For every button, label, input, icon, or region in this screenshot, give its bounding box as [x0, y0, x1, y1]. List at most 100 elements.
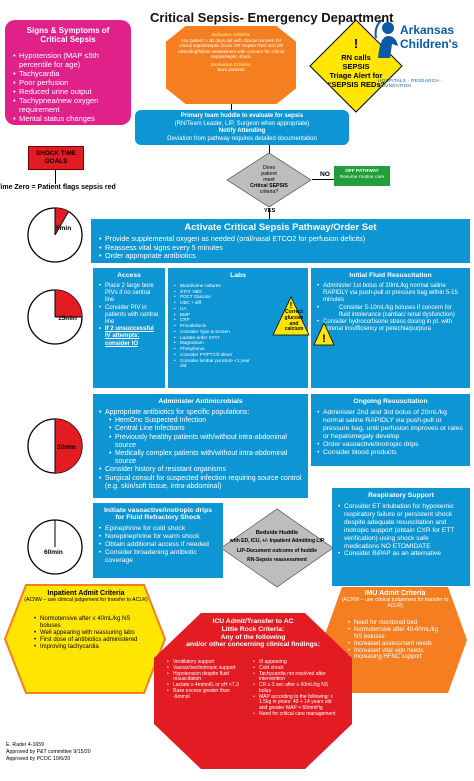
access-item: If 2 unsuccessful IV attempts: consider …	[99, 326, 159, 348]
lab-item: CBC + diff	[174, 300, 254, 306]
icu-left-item: Ventilatory support	[167, 659, 247, 666]
signs-symptoms-heading: Signs & Symptoms of Critical Sepsis	[26, 26, 110, 44]
fluid-heading: Initial Fluid Resuscitation	[349, 272, 432, 279]
icu-right-item: MAP according to the following: < 1.5kg …	[253, 694, 341, 712]
icu-right-item: Tachycardia not resolved after intervent…	[253, 671, 341, 684]
lab-item: STAT VBG	[174, 289, 254, 295]
off-pathway-text: Resume routine care	[339, 174, 385, 180]
footer-approvals: E. Rader 4-1659 Approved by P&T committe…	[6, 742, 91, 763]
exclamation-icon: !	[354, 36, 358, 51]
lab-item: POCT Glucose	[174, 294, 254, 300]
logo-tagline: HOSPITALS · RESEARCH · FOUNDATION	[378, 78, 443, 88]
ongoing-resuscitation-box: Ongoing Resuscitation Administer 2nd and…	[311, 394, 470, 466]
antimicrobial-item: Appropriate antibiotics for specific pop…	[99, 409, 302, 417]
activate-heading: Activate Critical Sepsis Pathway/Order S…	[184, 222, 377, 233]
antimicrobial-item: Central Line Infections	[109, 425, 302, 433]
icu-heading2: Little Rock Criteria:	[221, 625, 285, 633]
access-item: Consider PIV in patients with central li…	[99, 305, 159, 327]
fluid-item: Administer 1st bolus of 20mL/kg normal s…	[317, 283, 464, 305]
huddle-line3: Notify Attending	[218, 128, 266, 134]
off-pathway-title: OFF PATHWAY	[345, 169, 379, 174]
clock-5min-icon: 5min	[27, 207, 83, 263]
inclusion-text: Any patient > 30 days old with clinical …	[177, 37, 285, 60]
lab-item: UA	[174, 306, 254, 312]
vasoactive-item: Obtain additional access if needed	[99, 541, 217, 549]
icu-heading3: Any of the following	[220, 633, 286, 641]
icu-right-item: CR ≥ 3 sec after ≥ 60mL/kg NS bolus	[253, 682, 341, 695]
icu-left-item: Vasoactive/inotropic support	[167, 665, 247, 672]
icu-left-item: Base excess greater than -6mmol	[167, 688, 247, 701]
ongoing-item: Administer 2nd and 3rd bolus of 20mL/kg …	[317, 409, 464, 441]
activate-item: Reassess vital signs every 5 minutes	[99, 243, 462, 253]
decision-line2: patient	[261, 171, 277, 177]
respiratory-item: Consider BiPAP as an alternative	[338, 550, 464, 558]
exclusion-text: Burn patients	[217, 67, 245, 72]
symptom-item: Tachycardia	[13, 69, 123, 79]
inpatient-heading: Inpatient Admit Criteria	[47, 590, 125, 597]
ongoing-item: Order vasoactive/inotropic drips	[317, 441, 464, 449]
icu-right-item: III appearing	[253, 659, 341, 666]
antimicrobial-item: Medically complex patients with/without …	[109, 450, 302, 466]
respiratory-item: Consider ET intubation for hypoxemic res…	[338, 503, 464, 550]
icu-left-item: Hypotension despite fluid resuscitation	[167, 671, 247, 684]
imu-item: Increasing HFNC support	[348, 654, 448, 661]
rn-alert-line4: “SEPSIS REDs”	[328, 80, 385, 89]
lab-item: Consider Type & Screen	[174, 329, 254, 335]
imu-item: Increased vital sign needs	[348, 648, 448, 655]
lab-item: CRP	[174, 317, 254, 323]
clock-30min-label: 30min	[57, 444, 76, 451]
bedside-line3: LIP-Document outcome of huddle	[237, 548, 317, 554]
rn-alert-line2: SEPSIS	[342, 62, 369, 71]
rn-alert-line3: Triage Alert for	[329, 71, 382, 80]
decision-line4: Critical SEPSIS	[250, 183, 288, 189]
inpatient-sub: (ACNW – use clinical judgement for trans…	[24, 597, 148, 603]
imu-item: Increased assessment needs	[348, 641, 448, 648]
labs-callout: Correct glucose and calcium	[284, 309, 304, 333]
vasoactive-box: Initiate vasoactive/inotropic drips for …	[93, 503, 223, 578]
page-title: Critical Sepsis- Emergency Department	[150, 10, 394, 25]
symptom-item: Poor perfusion	[13, 78, 123, 88]
logo-line2: Children's	[400, 37, 459, 51]
ongoing-heading: Ongoing Resuscitation	[353, 398, 428, 405]
fluid-warning-icon: !	[313, 322, 335, 346]
activate-pathway-box: Activate Critical Sepsis Pathway/Order S…	[91, 219, 470, 263]
lab-item: Blood/urine cultures	[174, 283, 254, 289]
inpatient-admit-box: Inpatient Admit Criteria (ACNW – use cli…	[4, 584, 166, 694]
decision-line1: Does	[263, 165, 276, 171]
vasoactive-item: Norepinephrine for warm shock	[99, 533, 217, 541]
lab-item: Lactate-order STAT	[174, 335, 254, 341]
decision-diamond: Does patient meet Critical SEPSIS criter…	[226, 152, 312, 208]
logo-child-icon	[374, 19, 398, 58]
fluid-item: Consider 5-10mL/kg boluses if concern fo…	[317, 305, 464, 319]
huddle-line2: (RN/Team Leader, LIP, Surgeon when appro…	[174, 120, 310, 127]
decision-line5: criteria?	[260, 189, 279, 195]
clock-5min-label: 5min	[56, 225, 71, 232]
yes-label: YES	[264, 208, 276, 214]
svg-text:!: !	[290, 301, 293, 310]
logo-line1: Arkansas	[400, 23, 454, 37]
antimicrobial-item: Consider history of resistant organisms	[99, 466, 302, 474]
activate-item: Order appropriate antibiotics	[99, 252, 462, 261]
icu-admit-box: ICU Admit/Transfer to AC Little Rock Cri…	[153, 612, 353, 770]
correct-glucose-warning-icon: !	[272, 296, 310, 336]
shock-time-goals-box: SHOCK TIME GOALS	[28, 146, 84, 170]
time-zero-label: Time Zero = Patient flags sepsis red	[0, 184, 116, 191]
inpatient-item: Well appearing with reassuring labs	[34, 630, 140, 637]
hospital-logo: Arkansas Children's	[374, 19, 459, 58]
ongoing-item: Consider blood products	[317, 449, 464, 457]
exclusion-title: Exclusion Criteria:	[210, 61, 252, 67]
inclusion-title: Inclusion Criteria:	[211, 32, 251, 37]
lab-item: Consider lumbar puncture <1 year old	[174, 358, 254, 369]
footer-line3: Approved by PCOC 10/6/20	[6, 756, 71, 763]
connector-line	[312, 179, 334, 180]
antimicrobials-heading: Administer Antimicrobials	[158, 398, 243, 405]
connector-line	[269, 145, 270, 153]
lab-item: Phosphorus	[174, 346, 254, 352]
symptom-item: Mental status changes	[13, 114, 123, 124]
symptom-item: Tachypnea/new oxygen requirement	[13, 96, 123, 115]
clock-60min-label: 60min	[44, 549, 63, 556]
bedside-line4: RN-Sepsis reassessment	[247, 557, 307, 563]
imu-heading: IMU Admit Criteria	[364, 590, 426, 597]
lab-item: Consider PT/PTT/d-dimer	[174, 352, 254, 358]
off-pathway-box: OFF PATHWAY Resume routine care	[334, 166, 390, 186]
